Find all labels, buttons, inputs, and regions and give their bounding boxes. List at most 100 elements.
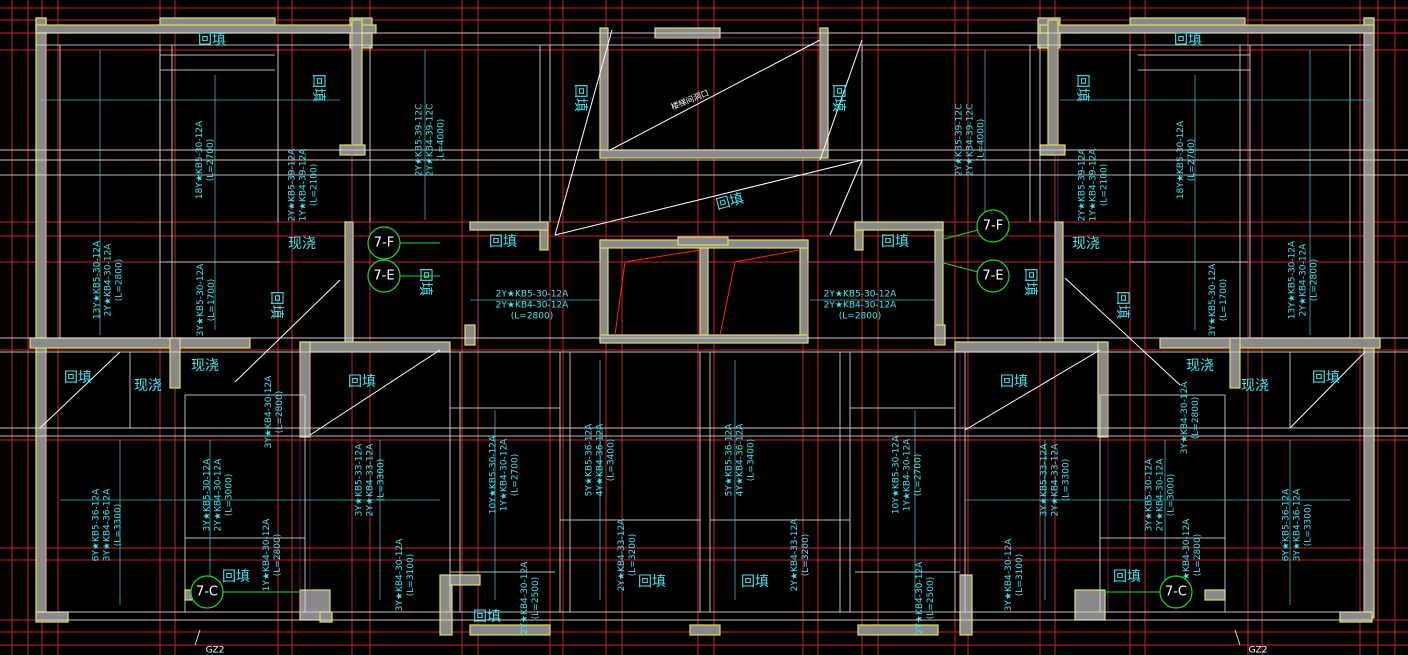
rebar-spec: (L=2800) bbox=[275, 391, 285, 433]
rebar-spec: 1Y★KB4-39-12A bbox=[299, 148, 309, 221]
rebar-spec: (L=2500) bbox=[926, 577, 936, 619]
rebar-spec: 6Y★KB5-36-12A bbox=[1282, 488, 1292, 561]
diagonal-line bbox=[39, 351, 121, 429]
rebar-spec: 2Y★KB4-33-12A bbox=[790, 518, 800, 591]
rebar-spec: (L=2500) bbox=[531, 577, 541, 619]
axis-marker-label: 7-F bbox=[983, 219, 1003, 234]
fill-label: 回填 bbox=[417, 268, 433, 296]
cast-label: 现浇 bbox=[288, 236, 316, 252]
shear-wall bbox=[1047, 19, 1059, 156]
diagonal-line bbox=[829, 159, 863, 236]
rebar-spec: 2Y★KB4-30-12A bbox=[824, 301, 897, 311]
fill-label: 回填 bbox=[64, 370, 92, 386]
shear-wall bbox=[351, 19, 363, 156]
shear-wall bbox=[599, 149, 829, 159]
fill-label: 回填 bbox=[714, 191, 745, 214]
fill-label: 回填 bbox=[638, 574, 666, 590]
shear-wall bbox=[819, 27, 829, 159]
rebar-spec: 2Y★KB5-30-12A bbox=[824, 290, 897, 300]
walls-layer bbox=[29, 17, 1381, 636]
rebar-spec: 18Y★KB5-30-12A bbox=[1176, 120, 1186, 199]
beams-layer bbox=[0, 29, 1408, 646]
rebar-spec: (L=2100) bbox=[310, 164, 320, 206]
fill-label: 回填 bbox=[1000, 374, 1028, 390]
rebar-spec: (L=2700) bbox=[914, 454, 924, 496]
rebar-spec: (L=2800) bbox=[115, 259, 125, 301]
rebar-spec: (L=1700) bbox=[207, 279, 217, 321]
rebar-spec: (L=2800) bbox=[1310, 259, 1320, 301]
shear-wall bbox=[1229, 337, 1241, 389]
axis-marker-circle bbox=[190, 575, 224, 609]
axis-marker-circle bbox=[1159, 575, 1193, 609]
shear-wall bbox=[169, 337, 181, 389]
shear-wall bbox=[799, 239, 809, 341]
rebar-spec: (L=3400) bbox=[747, 439, 757, 481]
fill-label: 回填 bbox=[1074, 74, 1090, 102]
shear-wall bbox=[35, 17, 47, 619]
cast-label: 现浇 bbox=[1072, 236, 1100, 252]
hatch-line bbox=[734, 249, 801, 263]
fill-label: 回填 bbox=[881, 234, 909, 250]
rebar-spec: 3Y★KB4-30-12A bbox=[395, 538, 405, 611]
shear-wall bbox=[599, 334, 809, 344]
rebar-spec: 3Y★KB5-30-12A bbox=[203, 458, 213, 531]
shear-wall bbox=[1159, 337, 1381, 349]
fill-label: 回填 bbox=[1312, 370, 1340, 386]
rebar-spec: 3Y★KB5-30-12A bbox=[1208, 263, 1218, 336]
rebar-spec: (L=2800) bbox=[273, 534, 283, 576]
fill-label: 回填 bbox=[310, 74, 326, 102]
shear-wall bbox=[1363, 17, 1375, 619]
rebar-spec: (L=3200) bbox=[801, 534, 811, 576]
diagonal-line bbox=[609, 39, 821, 151]
rebar-spec: (L=2700) bbox=[511, 454, 521, 496]
rebar-spec: (L=4000) bbox=[977, 119, 987, 161]
rebar-spec: 2Y★KB4-30-12A bbox=[915, 561, 925, 634]
diagonal-line bbox=[1064, 277, 1181, 386]
hatch-line bbox=[614, 261, 626, 336]
cast-label: 现浇 bbox=[1186, 358, 1214, 374]
shear-wall bbox=[599, 239, 609, 341]
rebar-spec: 2Y★KB5-39-12A bbox=[1078, 148, 1088, 221]
fill-label: 回填 bbox=[1174, 32, 1202, 48]
shear-wall bbox=[689, 624, 721, 636]
fill-label: 回填 bbox=[222, 569, 250, 585]
rebar-spec: 2Y★KB4-30-12A bbox=[1156, 458, 1166, 531]
hatch-line bbox=[719, 261, 736, 336]
rebar-spec: 1Y★KB4-30-12A bbox=[262, 518, 272, 591]
shear-wall bbox=[959, 574, 973, 636]
annotations-layer: 回填回填回填回填回填回填回填回填回填回填回填回填回填回填回填回填回填回填回填回填… bbox=[64, 32, 1340, 655]
rebar-spec: 2Y★KB5-39-12A bbox=[288, 148, 298, 221]
diagonal-line bbox=[234, 279, 341, 383]
rebar-spec: (L=2800) bbox=[839, 312, 881, 322]
rebar-spec: 5Y★KB5-36-12A bbox=[725, 423, 735, 496]
shear-wall bbox=[1204, 589, 1226, 601]
rebar-spec: 3Y★KB4-30-12A bbox=[1180, 381, 1190, 454]
rebar-spec: (L=3400) bbox=[607, 439, 617, 481]
axis-marker-circle bbox=[367, 259, 401, 293]
rebar-spec: 4Y★KB4-36-12A bbox=[736, 423, 746, 496]
rebar-spec: 1Y★KB4-30-12A bbox=[500, 438, 510, 511]
rebar-spec: 3Y★KB4-36-12A bbox=[1293, 488, 1303, 561]
rebar-spec: 3Y★KB5-33-12A bbox=[355, 443, 365, 516]
rebar-spec: 2Y★KB4-39-12C bbox=[966, 104, 976, 177]
rebar-spec: 2Y★KB4-30-12A bbox=[496, 301, 569, 311]
shear-wall bbox=[934, 324, 946, 346]
fill-label: 回填 bbox=[473, 609, 501, 625]
rebar-spec: 1Y★KB4-30-12A bbox=[1182, 518, 1192, 591]
rebar-spec: 2Y★KB4-39-12C bbox=[426, 104, 436, 177]
shear-wall bbox=[1054, 221, 1064, 343]
shear-wall bbox=[469, 624, 551, 636]
rebar-spec: 13Y★KB5-30-12A bbox=[1288, 240, 1298, 319]
cast-label: 现浇 bbox=[191, 358, 219, 374]
rebar-spec: 3Y★KB4-36-12A bbox=[103, 488, 113, 561]
fill-label: 回填 bbox=[830, 84, 846, 112]
diagonal-line bbox=[554, 159, 863, 236]
shear-wall bbox=[854, 221, 944, 231]
rebar-spec: (L=2700) bbox=[206, 139, 216, 181]
rebar-spec: (L=3300) bbox=[114, 504, 124, 546]
axis-marker-label: 7-E bbox=[373, 269, 394, 284]
rebar-spec: 2Y★KB4-30-12A bbox=[104, 243, 114, 316]
rebar-spec: (L=2700) bbox=[1187, 139, 1197, 181]
rebar-spec: 13Y★KB5-30-12A bbox=[93, 240, 103, 319]
shear-wall bbox=[299, 341, 451, 353]
